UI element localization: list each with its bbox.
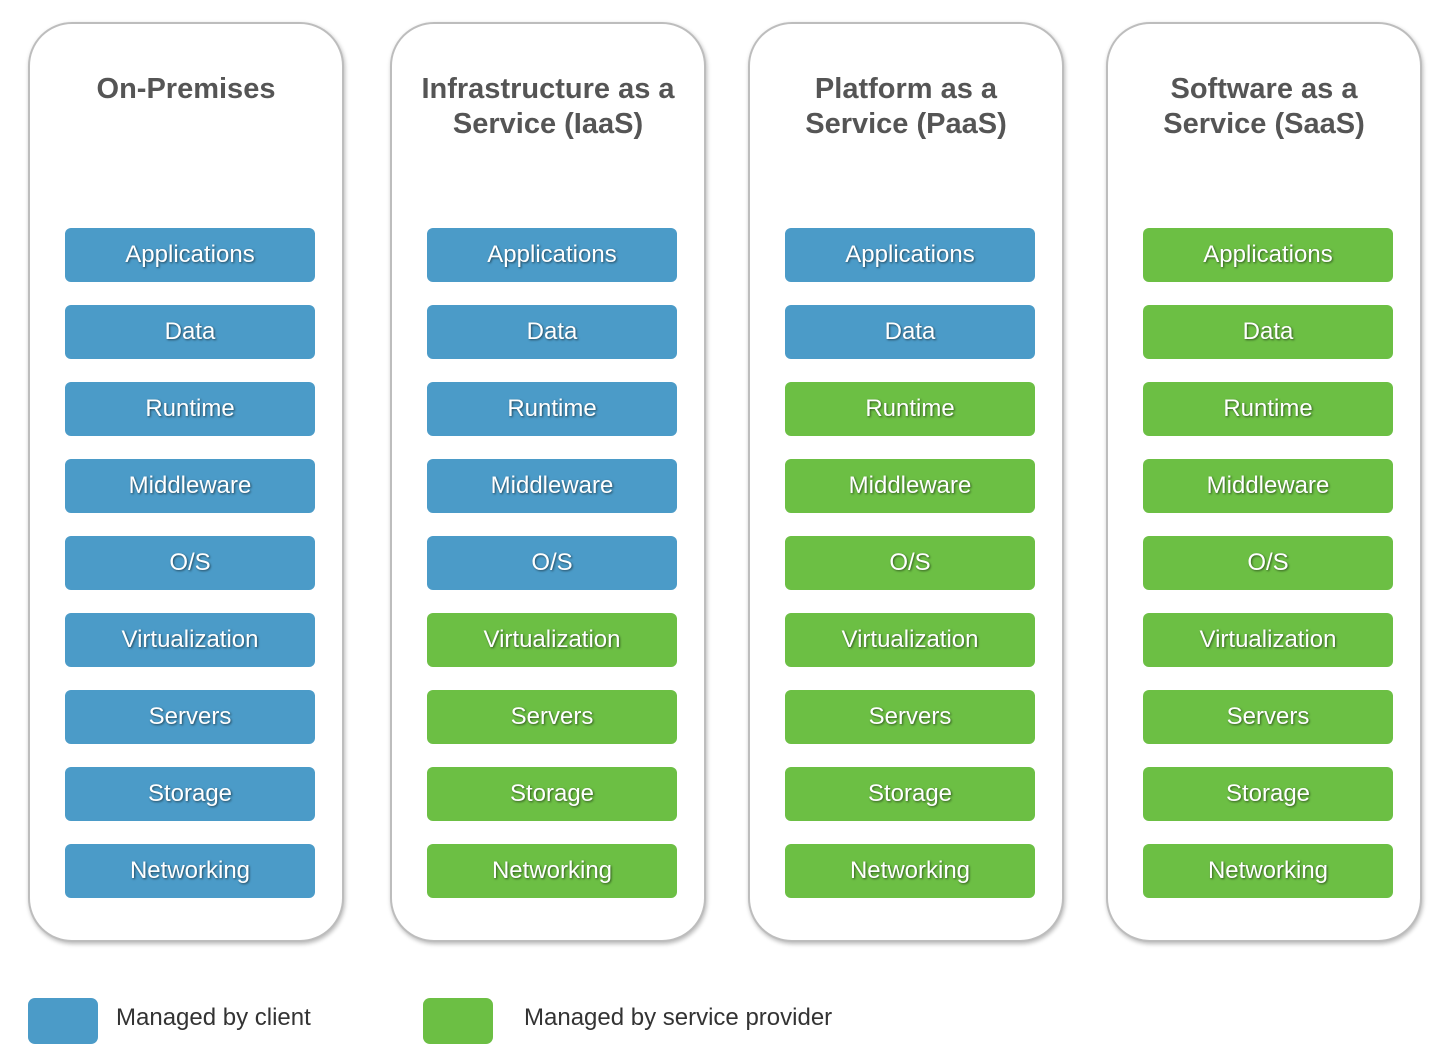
column-saas: Software as a Service (SaaS) Application… bbox=[1106, 22, 1422, 942]
layer-networking: Networking bbox=[1143, 844, 1393, 898]
layer-runtime: Runtime bbox=[65, 382, 315, 436]
layer-runtime: Runtime bbox=[785, 382, 1035, 436]
layer-storage: Storage bbox=[65, 767, 315, 821]
column-title: Platform as a Service (PaaS) bbox=[805, 73, 1007, 140]
layer-o-s: O/S bbox=[785, 536, 1035, 590]
layer-middleware: Middleware bbox=[427, 459, 677, 513]
legend-label-client: Managed by client bbox=[116, 1004, 311, 1031]
layer-runtime: Runtime bbox=[1143, 382, 1393, 436]
legend-swatch-client bbox=[28, 998, 98, 1044]
layer-data: Data bbox=[785, 305, 1035, 359]
legend-label-provider: Managed by service provider bbox=[524, 1004, 833, 1031]
column-iaas: Infrastructure as a Service (IaaS) Appli… bbox=[390, 22, 706, 942]
layer-applications: Applications bbox=[427, 228, 677, 282]
layer-middleware: Middleware bbox=[65, 459, 315, 513]
layer-virtualization: Virtualization bbox=[65, 613, 315, 667]
legend-swatch-provider bbox=[423, 998, 493, 1044]
layer-virtualization: Virtualization bbox=[1143, 613, 1393, 667]
layer-networking: Networking bbox=[427, 844, 677, 898]
layer-storage: Storage bbox=[427, 767, 677, 821]
layer-data: Data bbox=[427, 305, 677, 359]
layer-storage: Storage bbox=[785, 767, 1035, 821]
layer-middleware: Middleware bbox=[1143, 459, 1393, 513]
layer-o-s: O/S bbox=[1143, 536, 1393, 590]
layer-virtualization: Virtualization bbox=[785, 613, 1035, 667]
layer-o-s: O/S bbox=[427, 536, 677, 590]
column-title: Infrastructure as a Service (IaaS) bbox=[421, 73, 675, 140]
column-title: On-Premises bbox=[96, 73, 276, 105]
layer-data: Data bbox=[1143, 305, 1393, 359]
layer-servers: Servers bbox=[427, 690, 677, 744]
layer-o-s: O/S bbox=[65, 536, 315, 590]
layer-middleware: Middleware bbox=[785, 459, 1035, 513]
column-paas: Platform as a Service (PaaS) Application… bbox=[748, 22, 1064, 942]
layer-runtime: Runtime bbox=[427, 382, 677, 436]
layer-data: Data bbox=[65, 305, 315, 359]
layer-applications: Applications bbox=[1143, 228, 1393, 282]
column-title: Software as a Service (SaaS) bbox=[1163, 73, 1365, 140]
layer-networking: Networking bbox=[785, 844, 1035, 898]
layer-networking: Networking bbox=[65, 844, 315, 898]
layer-storage: Storage bbox=[1143, 767, 1393, 821]
layer-applications: Applications bbox=[785, 228, 1035, 282]
layer-virtualization: Virtualization bbox=[427, 613, 677, 667]
layer-servers: Servers bbox=[1143, 690, 1393, 744]
layer-servers: Servers bbox=[785, 690, 1035, 744]
layer-applications: Applications bbox=[65, 228, 315, 282]
layer-servers: Servers bbox=[65, 690, 315, 744]
